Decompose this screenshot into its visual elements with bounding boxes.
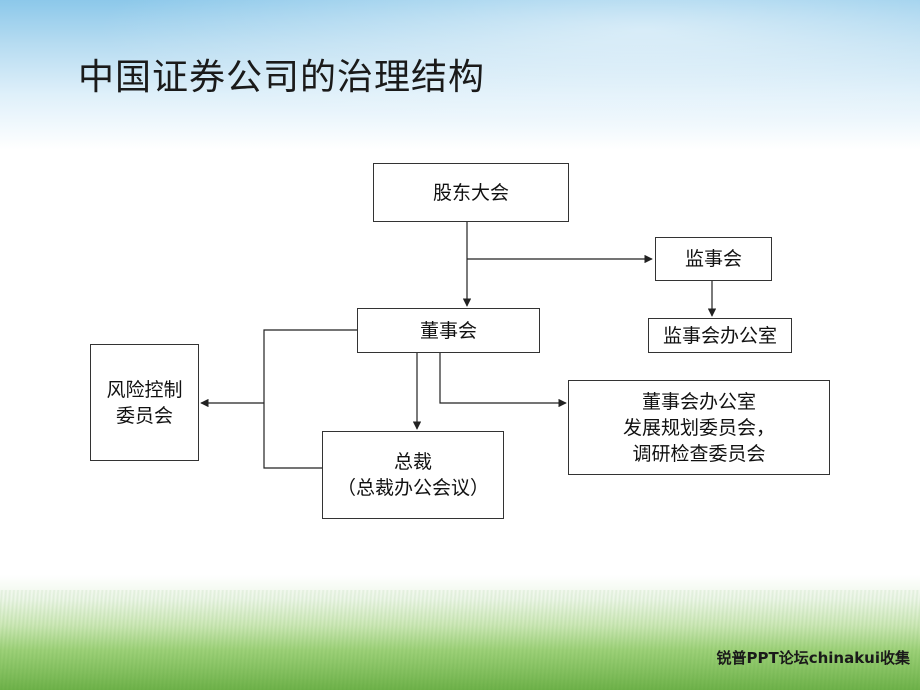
supervisory-board-box: 监事会 xyxy=(655,237,772,281)
president-box: 总裁 （总裁办公会议） xyxy=(322,431,504,519)
supervisory-board-label: 监事会 xyxy=(684,248,742,270)
president-line-1: 总裁 xyxy=(393,451,432,473)
edge-board-office xyxy=(439,353,567,408)
board-label: 董事会 xyxy=(419,319,477,342)
president-line-2: （总裁办公会议） xyxy=(336,477,489,499)
edge-board-risk-loop xyxy=(263,329,357,469)
board-office-line-1: 董事会办公室 xyxy=(641,390,756,413)
risk-committee-line-1: 风险控制 xyxy=(106,378,183,401)
risk-committee-box: 风险控制 委员会 xyxy=(90,344,199,461)
shareholders-meeting-box: 股东大会 xyxy=(373,163,569,222)
supervisory-office-label: 监事会办公室 xyxy=(662,324,777,347)
board-office-line-2: 发展规划委员会， xyxy=(622,416,775,439)
footer-credit: 锐普PPT论坛chinakui收集 xyxy=(716,649,910,667)
shareholders-meeting-label: 股东大会 xyxy=(432,181,509,204)
risk-committee-line-2: 委员会 xyxy=(115,404,173,427)
board-office-line-3: 调研检查委员会 xyxy=(632,442,766,465)
board-box: 董事会 xyxy=(357,308,540,353)
page-title: 中国证券公司的治理结构 xyxy=(78,57,486,98)
board-office-box: 董事会办公室 发展规划委员会， 调研检查委员会 xyxy=(568,380,830,475)
supervisory-office-box: 监事会办公室 xyxy=(648,318,792,353)
